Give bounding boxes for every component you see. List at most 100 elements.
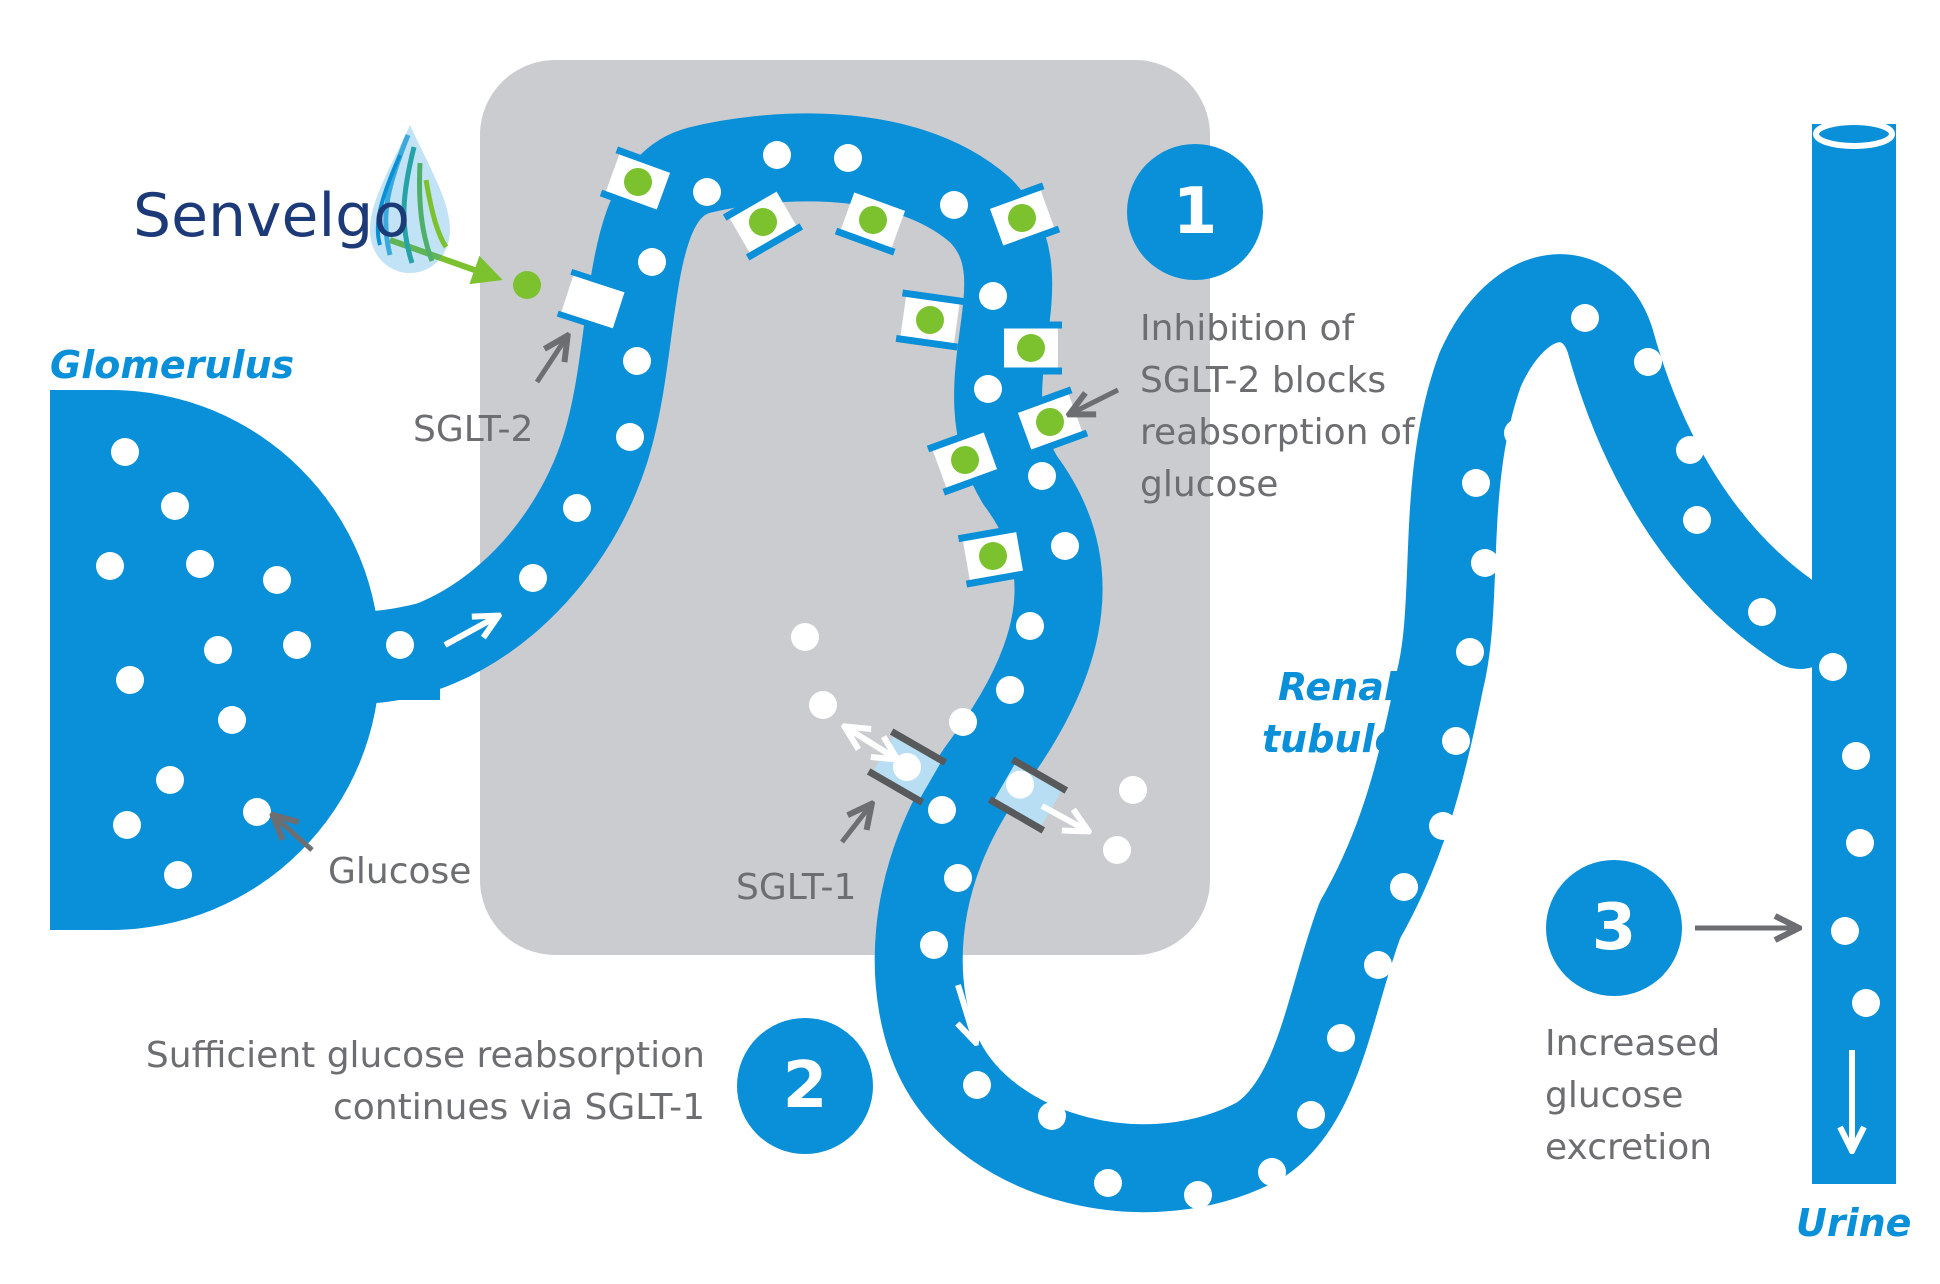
glucose-dot (928, 796, 956, 824)
glucose-dot (834, 144, 862, 172)
sglt1-label: SGLT-1 (736, 867, 857, 908)
glucose-dot (164, 861, 192, 889)
glucose-dot (113, 811, 141, 839)
drug-molecule (1008, 204, 1036, 232)
glucose-dot (979, 282, 1007, 310)
step-1-number: 1 (1172, 175, 1218, 249)
glucose-dot (161, 492, 189, 520)
glucose-dot (186, 550, 214, 578)
glucose-dot (1028, 462, 1056, 490)
step-3-line: excretion (1545, 1127, 1713, 1168)
sglt2-transporter-free (556, 268, 630, 336)
urine-label: Urine (1796, 1201, 1912, 1245)
reabsorbed-glucose (791, 623, 1147, 864)
glucose-dot (116, 666, 144, 694)
glucose-dot (920, 931, 948, 959)
glucose-dot (763, 141, 791, 169)
glucose-dot (1429, 812, 1457, 840)
renal-tubule-label-line1: Renal (1278, 665, 1397, 709)
glucose-dot (563, 494, 591, 522)
drug-molecule (1017, 334, 1045, 362)
glucose-dot (1462, 469, 1490, 497)
renal-tubule (311, 113, 1844, 1213)
step-1-line: Inhibition of (1140, 308, 1355, 349)
glucose-dot (1504, 419, 1532, 447)
step-2-line: Sufficient glucose reabsorption (145, 1035, 705, 1076)
sglt2-transporter-blocked (957, 524, 1029, 588)
glucose-dot (156, 766, 184, 794)
drug-molecule (1036, 408, 1064, 436)
glucose-dot (1846, 829, 1874, 857)
glucose-dot (1364, 951, 1392, 979)
step-1-line: SGLT-2 blocks (1140, 360, 1387, 401)
sglt2-transporter-blocked (926, 424, 1004, 496)
drug-molecule (916, 306, 944, 334)
step-3-line: glucose (1545, 1075, 1684, 1116)
step-3-number: 3 (1591, 891, 1637, 965)
glucose-dot (693, 178, 721, 206)
glucose-dot (944, 864, 972, 892)
glucose-dot (1842, 742, 1870, 770)
drug-molecule (951, 446, 979, 474)
step-3-badge (1546, 860, 1682, 996)
glucose-dot (623, 347, 651, 375)
glucose-dot (1038, 1102, 1066, 1130)
glucose-dot (1094, 1169, 1122, 1197)
glucose-dot (1327, 1024, 1355, 1052)
glucose-dot (949, 708, 977, 736)
glucose-dot (638, 248, 666, 276)
renal-tubule-label-line2: tubule (1262, 717, 1401, 761)
leaf-drop-icon (370, 125, 450, 273)
glucose-dot (974, 375, 1002, 403)
glucose-dot (218, 706, 246, 734)
collecting-duct-opening (1813, 119, 1895, 149)
glucose-dot (519, 564, 547, 592)
glucose-dot (1016, 612, 1044, 640)
step-1-line: reabsorption of (1140, 412, 1415, 453)
drug-molecule (859, 206, 887, 234)
step-2-number: 2 (782, 1049, 828, 1123)
sglt2-transporter-blocked (722, 183, 804, 261)
glucose-dot (1748, 598, 1776, 626)
glucose-dot (1571, 304, 1599, 332)
flow-arrows (443, 617, 1852, 1148)
glucose-dot (963, 1071, 991, 1099)
glucose-dot (616, 423, 644, 451)
sglt2-transporter-blocked (599, 146, 677, 218)
glucose-dot (1051, 532, 1079, 560)
step-1-line: glucose (1140, 464, 1279, 505)
sglt2-transporter-blocked (983, 182, 1061, 254)
glucose-dot (1297, 1101, 1325, 1129)
glucose-dot (1683, 506, 1711, 534)
glucose-dot (1852, 989, 1880, 1017)
glucose-dot (283, 631, 311, 659)
sglt2-transporter-blocked (895, 289, 965, 351)
brand-name: Senvelgo (133, 181, 410, 251)
drug-molecule (513, 271, 541, 299)
glucose-label: Glucose (328, 851, 472, 892)
glucose-dot (1258, 1158, 1286, 1186)
step-3-line: Increased (1545, 1023, 1721, 1064)
glucose-dot (1676, 436, 1704, 464)
sglt2-transporter-blocked (834, 184, 912, 256)
glucose-dot (263, 566, 291, 594)
glomerulus-label: Glomerulus (50, 343, 295, 387)
sglt2-label: SGLT-2 (413, 409, 534, 450)
glucose-dot (111, 438, 139, 466)
step-1-badge (1127, 144, 1263, 280)
glucose-dot (96, 552, 124, 580)
sglt2-transporter-blocked (1000, 321, 1062, 375)
glucose-dot (996, 676, 1024, 704)
collecting-duct (1812, 124, 1896, 1184)
glucose-dot (1456, 638, 1484, 666)
glucose-dot (1184, 1181, 1212, 1209)
glucose-dot (940, 191, 968, 219)
glucose-dot (1442, 727, 1470, 755)
glucose-dot (386, 631, 414, 659)
glucose-dot (1390, 873, 1418, 901)
glucose-dots (96, 141, 1880, 1209)
glucose-dot (204, 636, 232, 664)
drug-molecule (624, 168, 652, 196)
glucose-dot (243, 798, 271, 826)
